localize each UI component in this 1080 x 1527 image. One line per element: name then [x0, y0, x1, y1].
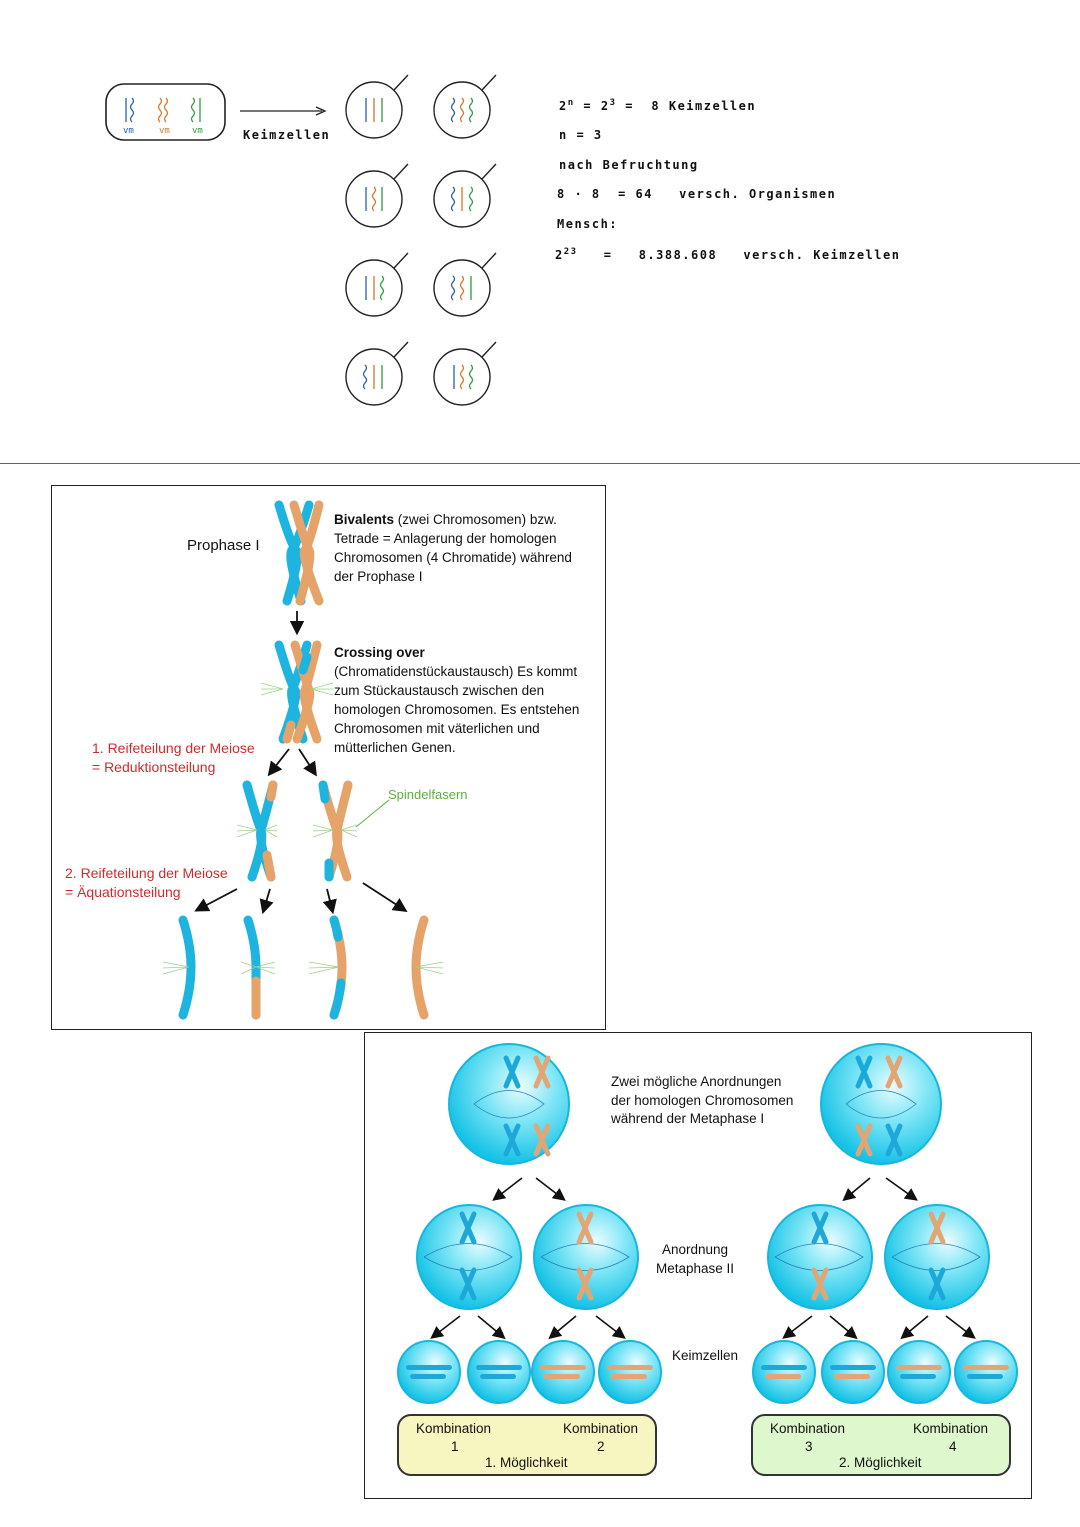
bivalents-title: Bivalents — [334, 512, 395, 527]
formula-line-5: Mensch: — [557, 217, 619, 231]
formula-line-3: nach Befruchtung — [559, 158, 699, 172]
combination-label-3: Kombination — [770, 1421, 846, 1436]
keimzellen-diagram — [105, 83, 327, 141]
gamete-1 — [345, 74, 409, 139]
chromosome-left — [242, 780, 278, 882]
combination-label-2: Kombination — [563, 1421, 639, 1436]
chromosome-right — [318, 780, 353, 882]
gamete-5 — [345, 252, 409, 317]
combination-number-2: 2 — [597, 1439, 605, 1454]
gamete-2 — [433, 74, 497, 139]
arrow-ii-4 — [362, 882, 408, 912]
crossing-title: Crossing over — [334, 645, 425, 660]
metaphase-diagram — [397, 1043, 1018, 1404]
gamete-7 — [345, 341, 409, 406]
arrow-m-3 — [842, 1177, 871, 1202]
combination-label-1: Kombination — [416, 1421, 492, 1436]
arrow-m-4 — [885, 1177, 918, 1201]
section-divider — [0, 463, 1080, 464]
meiosis-box — [51, 485, 606, 1030]
arrow-ii-2 — [259, 888, 274, 915]
arrow-ii-1 — [194, 888, 238, 912]
possibility-caption-1: 1. Möglichkeit — [485, 1455, 568, 1470]
formula-line-1: 2n = 23 = 8 Keimzellen — [559, 98, 757, 113]
bivalent — [274, 500, 324, 606]
crossing-over — [274, 640, 322, 744]
combination-number-1: 1 — [451, 1439, 459, 1454]
arrows-to-gametes — [430, 1315, 976, 1340]
combination-number-4: 4 — [949, 1439, 957, 1454]
first-division-label: 1. Reifeteilung der Meiose= Reduktionste… — [92, 740, 255, 775]
gamete-combination-3a — [752, 1340, 816, 1404]
spindle-label: Spindelfasern — [388, 787, 468, 802]
prophase-label: Prophase I — [187, 537, 260, 554]
gamete-3 — [345, 163, 409, 228]
possibility-caption-2: 2. Möglichkeit — [839, 1455, 922, 1470]
gamete-6 — [433, 252, 497, 317]
gamete-4 — [433, 163, 497, 228]
spindle-fibers — [260, 682, 334, 696]
arrow-m-1 — [492, 1177, 523, 1201]
combination-number-3: 3 — [805, 1439, 813, 1454]
second-division-label: 2. Reifeteilung der Meiose= Äquationstei… — [65, 865, 228, 900]
chromatids — [178, 915, 429, 1020]
bivalents-text: Bivalents (zwei Chromosomen) bzw. Tetrad… — [334, 512, 572, 584]
spindle-pointer — [355, 799, 390, 828]
metaphase-ii-cell-4 — [884, 1204, 990, 1310]
cell-label-vm-2: vm — [159, 126, 170, 136]
cell-label-vm-3: vm — [192, 126, 203, 136]
formula-line-2: n = 3 — [559, 128, 603, 142]
arrow-label: Keimzellen — [243, 128, 331, 142]
gamete-combination-4a — [887, 1340, 951, 1404]
metaphase-ii-cell-3 — [767, 1204, 873, 1310]
crossing-over-text: Crossing over (Chromatidenstückaustausch… — [334, 645, 580, 755]
gamete-combination-1a — [397, 1340, 461, 1404]
arrow-m-2 — [535, 1177, 566, 1201]
metaphase-ii-cell-1 — [416, 1204, 522, 1310]
combination-box-1: Kombination 1 Kombination 2 1. Möglichke… — [397, 1414, 657, 1476]
gamete-grid — [345, 74, 497, 406]
arrow-split-left — [267, 748, 290, 777]
formula-line-6: 223 = 8.388.608 versch. Keimzellen — [555, 247, 901, 262]
combination-label-4: Kombination — [913, 1421, 989, 1436]
metaphase-i-cell-1 — [448, 1043, 570, 1165]
parent-cell — [105, 83, 226, 141]
combination-box-2: Kombination 3 Kombination 4 2. Möglichke… — [751, 1414, 1011, 1476]
metaphase-ii-cell-2 — [533, 1204, 639, 1310]
gametes-label: Keimzellen — [672, 1348, 739, 1363]
gamete-combination-3b — [821, 1340, 885, 1404]
parent-chromosomes — [125, 97, 201, 123]
cell-label-vm-1: vm — [123, 126, 134, 136]
metaphase-box — [364, 1032, 1032, 1499]
metaphase-i-cell-2 — [820, 1043, 942, 1165]
formula-line-4: 8 · 8 = 64 versch. Organismen — [557, 187, 837, 201]
spindle-fibers-3 — [162, 961, 444, 975]
gamete-combination-4b — [954, 1340, 1018, 1404]
gamete-combination-1b — [467, 1340, 531, 1404]
gamete-8 — [433, 341, 497, 406]
gamete-cells — [397, 1340, 1018, 1404]
gamete-combination-2b — [598, 1340, 662, 1404]
arrow-split-right — [298, 748, 317, 777]
spindle-fibers-2 — [236, 824, 358, 838]
gamete-combination-2a — [531, 1340, 595, 1404]
arrow-ii-3 — [322, 888, 337, 915]
meiosis-diagram — [162, 500, 444, 1020]
